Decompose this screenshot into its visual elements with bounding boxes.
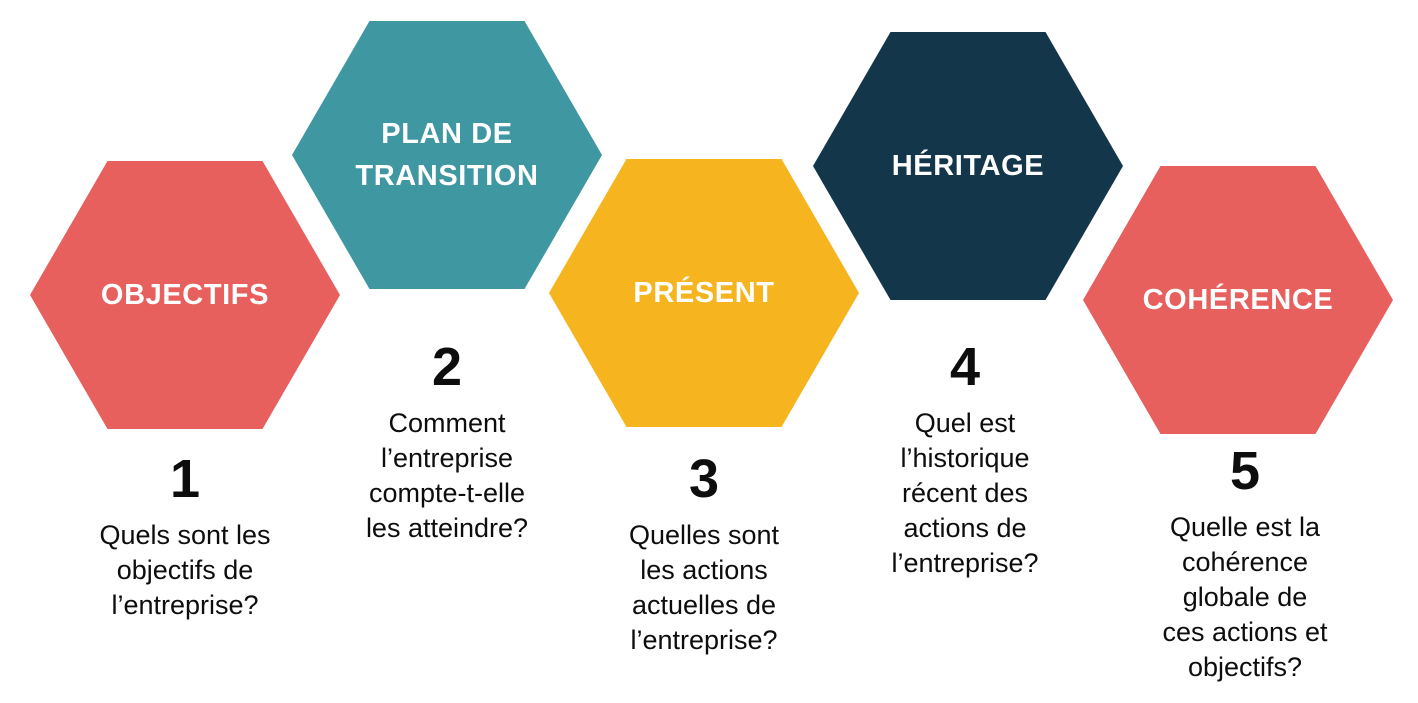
hexagon-coherence: COHÉRENCE — [1083, 166, 1393, 434]
step-3-number: 3 — [688, 449, 720, 509]
step-4-number: 4 — [949, 337, 981, 397]
step-2-number: 2 — [431, 337, 463, 397]
hexagon-plan-de-transition-label: PLAN DE TRANSITION — [355, 117, 539, 192]
hexagon-heritage-label: HÉRITAGE — [891, 149, 1045, 182]
step-5-question: Quelle est la cohérence globale de ces a… — [1162, 512, 1328, 683]
step-2-question: Comment l’entreprise compte-t-elle les a… — [365, 408, 529, 544]
step-5-number: 5 — [1229, 441, 1261, 501]
hexagon-coherence-label: COHÉRENCE — [1142, 283, 1334, 316]
step-4-caption: 4 Quel est l’historique récent des actio… — [815, 336, 1115, 582]
step-5-caption: 5 Quelle est la cohérence globale de ces… — [1095, 440, 1395, 686]
hexagon-objectifs-label: OBJECTIFS — [100, 278, 270, 311]
step-3-caption: 3 Quelles sont les actions actuelles de … — [554, 448, 854, 658]
step-4-question: Quel est l’historique récent des actions… — [891, 408, 1039, 579]
step-1-number: 1 — [169, 449, 201, 509]
hexagon-objectifs: OBJECTIFS — [30, 161, 340, 429]
step-3-question: Quelles sont les actions actuelles de l’… — [628, 520, 780, 656]
step-1-caption: 1 Quels sont les objectifs de l’entrepri… — [35, 448, 335, 623]
hexagon-present: PRÉSENT — [549, 159, 859, 427]
step-2-caption: 2 Comment l’entreprise compte-t-elle les… — [297, 336, 597, 546]
hexagon-plan-de-transition: PLAN DE TRANSITION — [292, 21, 602, 289]
hexagon-heritage: HÉRITAGE — [813, 32, 1123, 300]
step-1-question: Quels sont les objectifs de l’entreprise… — [99, 520, 271, 621]
hexagon-present-label: PRÉSENT — [633, 276, 775, 309]
